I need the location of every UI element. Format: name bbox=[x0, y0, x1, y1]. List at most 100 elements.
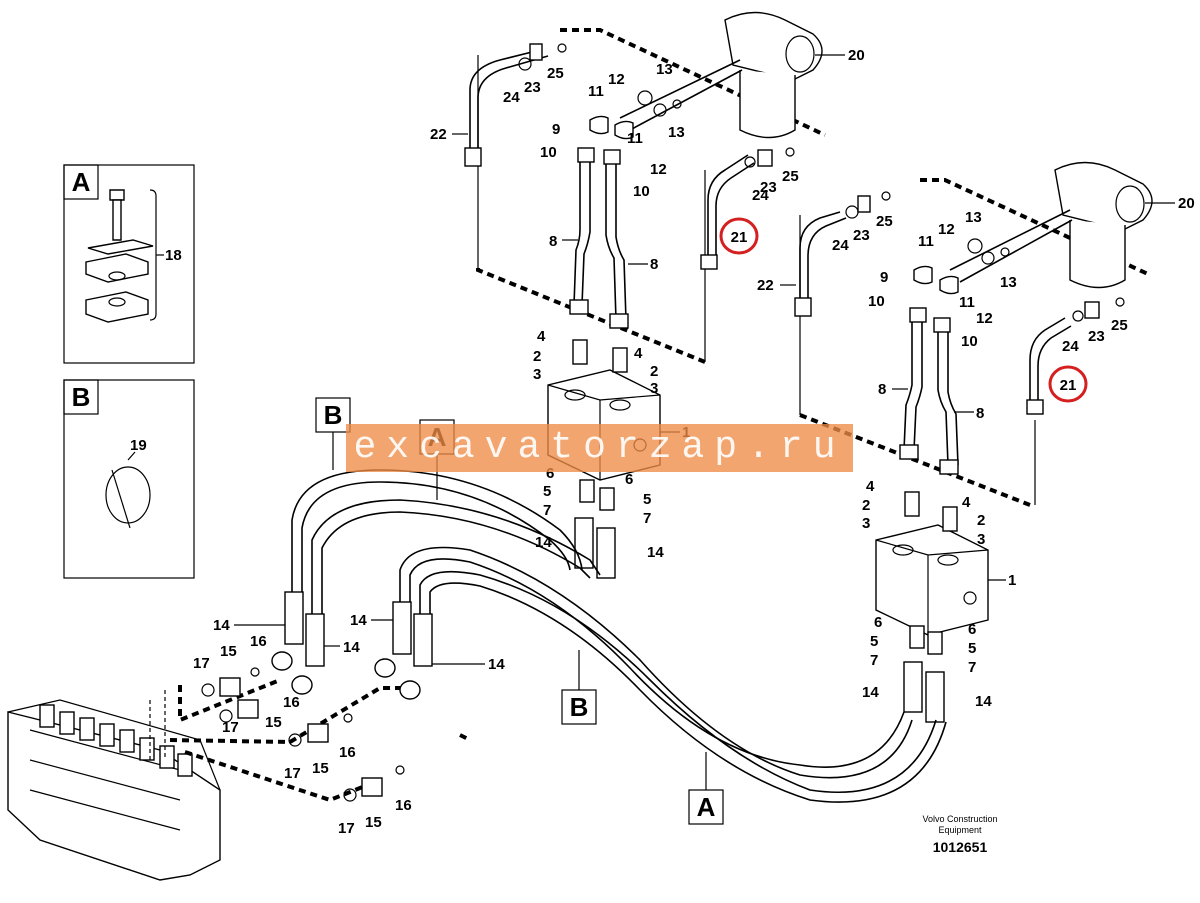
part-callout: 10 bbox=[961, 333, 978, 350]
part-callout: 14 bbox=[488, 656, 505, 673]
company-name-line2: Equipment bbox=[938, 825, 982, 835]
part-callout: 3 bbox=[650, 380, 658, 397]
part-callout: 13 bbox=[668, 124, 685, 141]
hose-b-marker-upper: B bbox=[315, 397, 351, 470]
part-callout: 11 bbox=[588, 83, 604, 100]
bolt-icon bbox=[109, 189, 125, 241]
clamp-lower-icon bbox=[85, 291, 149, 323]
part-callout: 19 bbox=[130, 437, 147, 454]
hose-a-marker-lower: A bbox=[688, 752, 724, 825]
detail-b-panel: B 19 bbox=[63, 379, 195, 579]
part-callout: B bbox=[570, 692, 589, 722]
part-callout: 3 bbox=[533, 366, 541, 383]
part-callout: 11 bbox=[959, 294, 975, 311]
part-callout: 6 bbox=[625, 471, 633, 488]
part-callout: 17 bbox=[193, 655, 210, 672]
hose-routing: B A B A bbox=[284, 397, 947, 825]
part-callout: 10 bbox=[868, 293, 885, 310]
plate-icon bbox=[87, 239, 154, 255]
clamp-upper-icon bbox=[85, 253, 149, 283]
part-callout: 25 bbox=[1111, 317, 1128, 334]
part-callout: 23 bbox=[524, 79, 541, 96]
part-callout: 17 bbox=[222, 719, 239, 736]
part-callout: 2 bbox=[533, 348, 541, 365]
part-callout: 16 bbox=[250, 633, 267, 650]
part-callout: 7 bbox=[870, 652, 878, 669]
part-callout: 14 bbox=[343, 639, 360, 656]
part-callout: 21 bbox=[731, 229, 748, 246]
part-callout: 12 bbox=[608, 71, 625, 88]
part-callout: 4 bbox=[537, 328, 546, 345]
part-callout: 12 bbox=[976, 310, 993, 327]
part-callout: 5 bbox=[643, 491, 651, 508]
part-callout: 22 bbox=[757, 277, 774, 294]
part-callout: 5 bbox=[870, 633, 878, 650]
part-callout: 7 bbox=[643, 510, 651, 527]
part-callout: 16 bbox=[395, 797, 412, 814]
cylinder-mount-icon bbox=[724, 11, 823, 139]
watermark-band bbox=[346, 424, 853, 472]
hose-b-marker-lower: B bbox=[561, 650, 597, 725]
part-callout: 25 bbox=[876, 213, 893, 230]
control-valve-icon bbox=[7, 699, 221, 881]
part-callout: 24 bbox=[1062, 338, 1079, 355]
part-callout: 25 bbox=[782, 168, 799, 185]
part-callout: 7 bbox=[968, 659, 976, 676]
part-callout: 15 bbox=[365, 814, 382, 831]
part-callout: 24 bbox=[503, 89, 520, 106]
upper-right-assembly: 20 1 bbox=[794, 161, 1195, 723]
part-callout: 5 bbox=[968, 640, 976, 657]
part-callout: 21 bbox=[1060, 377, 1077, 394]
part-callout: 10 bbox=[633, 183, 650, 200]
part-callout: 3 bbox=[977, 531, 985, 548]
cylinder-mount-icon bbox=[1054, 161, 1153, 289]
upper-left-assembly: 20 1 bbox=[464, 11, 865, 579]
part-callout: 3 bbox=[862, 515, 870, 532]
part-callout: 4 bbox=[634, 345, 643, 362]
part-callout: 14 bbox=[647, 544, 664, 561]
part-callout: 14 bbox=[350, 612, 367, 629]
part-callout: 2 bbox=[977, 512, 985, 529]
part-callout: 9 bbox=[880, 269, 888, 286]
part-callout: 8 bbox=[650, 256, 658, 273]
highlight-circle-icon bbox=[1048, 365, 1088, 403]
part-callout: 12 bbox=[650, 161, 667, 178]
part-callout: 22 bbox=[430, 126, 447, 143]
part-callout: 4 bbox=[866, 478, 875, 495]
part-callout: 23 bbox=[1088, 328, 1105, 345]
part-callout: 1 bbox=[1008, 572, 1016, 589]
part-callout: 14 bbox=[975, 693, 992, 710]
part-callout: 6 bbox=[546, 465, 554, 482]
company-name: Volvo Construction bbox=[922, 814, 997, 824]
part-callout: 23 bbox=[853, 227, 870, 244]
part-callout: 2 bbox=[862, 497, 870, 514]
part-callout: 17 bbox=[338, 820, 355, 837]
part-callout: 2 bbox=[650, 363, 658, 380]
part-callout: 13 bbox=[656, 61, 673, 78]
part-callout: 9 bbox=[552, 121, 560, 138]
part-callout: 15 bbox=[220, 643, 237, 660]
drawing-number: 1012651 bbox=[933, 839, 988, 855]
part-callout: 24 bbox=[752, 187, 769, 204]
part-callout: 8 bbox=[878, 381, 886, 398]
part-callout: 8 bbox=[549, 233, 557, 250]
part-callout: 4 bbox=[962, 494, 971, 511]
part-callout: 16 bbox=[339, 744, 356, 761]
upper-left-callouts: 25 23 24 22 13 12 11 13 9 11 10 12 10 24… bbox=[430, 61, 799, 561]
detail-a-panel: A 18 bbox=[63, 164, 195, 364]
part-callout: 20 bbox=[848, 47, 865, 64]
part-callout: 23 bbox=[760, 179, 777, 196]
part-callout: 24 bbox=[832, 237, 849, 254]
part-callout: 11 bbox=[627, 130, 643, 147]
part-callout: 15 bbox=[265, 714, 282, 731]
part-callout: 5 bbox=[543, 483, 551, 500]
part-callout: 15 bbox=[312, 760, 329, 777]
lower-left-callouts: 14 14 14 14 16 15 17 16 15 17 16 15 17 1… bbox=[193, 612, 505, 837]
upper-right-callouts: 25 23 24 22 13 12 11 13 9 11 10 12 10 24… bbox=[757, 209, 1128, 710]
part-callout: 6 bbox=[968, 621, 976, 638]
part-callout: 16 bbox=[283, 694, 300, 711]
part-callout: 11 bbox=[918, 233, 934, 250]
part-callout: 14 bbox=[862, 684, 879, 701]
part-callout: 25 bbox=[547, 65, 564, 82]
part-callout: 8 bbox=[976, 405, 984, 422]
